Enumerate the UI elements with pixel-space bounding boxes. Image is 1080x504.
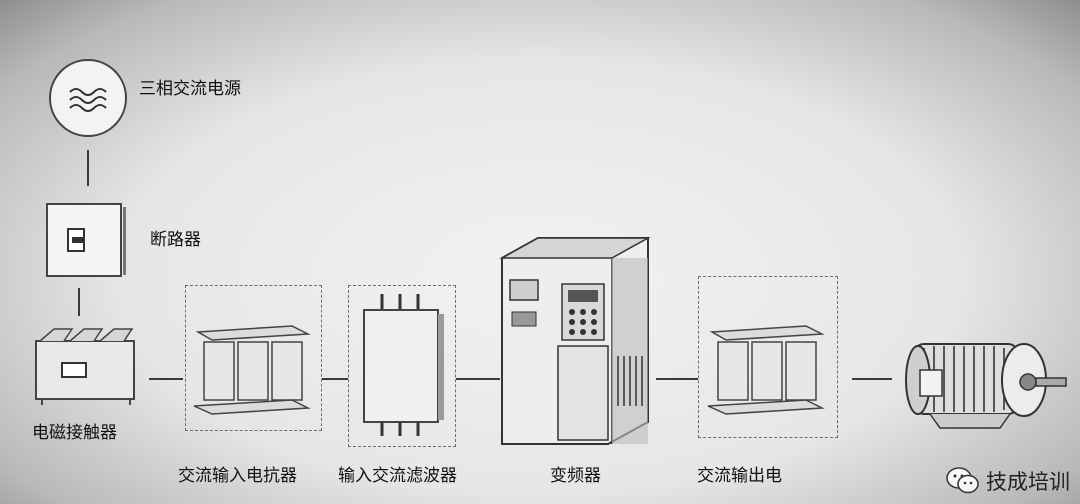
- output-reactor-icon: [707, 325, 825, 415]
- breaker-label: 断路器: [150, 230, 201, 250]
- wire-reactor-motor: [852, 378, 892, 380]
- wire-reactor-filter: [322, 378, 348, 380]
- wire-inverter-reactor: [656, 378, 698, 380]
- contactor-icon: [35, 328, 135, 405]
- input-filter-icon: [363, 294, 444, 436]
- power-source-label: 三相交流电源: [139, 79, 241, 99]
- wire-breaker-contactor: [78, 288, 80, 316]
- wire-source-breaker: [87, 150, 89, 186]
- output-reactor-frame: [698, 276, 838, 438]
- wire-filter-inverter: [456, 378, 500, 380]
- watermark-text: 技成培训: [986, 470, 1070, 494]
- ac-power-source-icon: [49, 59, 127, 137]
- input-reactor-label: 交流输入电抗器: [178, 466, 297, 486]
- wire-contactor-reactor: [149, 378, 183, 380]
- input-filter-label: 输入交流滤波器: [338, 466, 457, 486]
- contactor-label: 电磁接触器: [32, 423, 117, 443]
- input-reactor-icon: [193, 325, 311, 415]
- circuit-breaker-icon: [46, 203, 126, 277]
- input-reactor-frame: [185, 285, 322, 431]
- input-filter-frame: [348, 285, 456, 447]
- inverter-icon: [499, 237, 651, 445]
- output-reactor-label: 交流输出电: [697, 466, 782, 486]
- watermark: 技成培训: [946, 466, 1070, 496]
- motor-icon: [905, 343, 1067, 429]
- wechat-icon: [946, 467, 979, 494]
- inverter-label: 变频器: [550, 466, 601, 486]
